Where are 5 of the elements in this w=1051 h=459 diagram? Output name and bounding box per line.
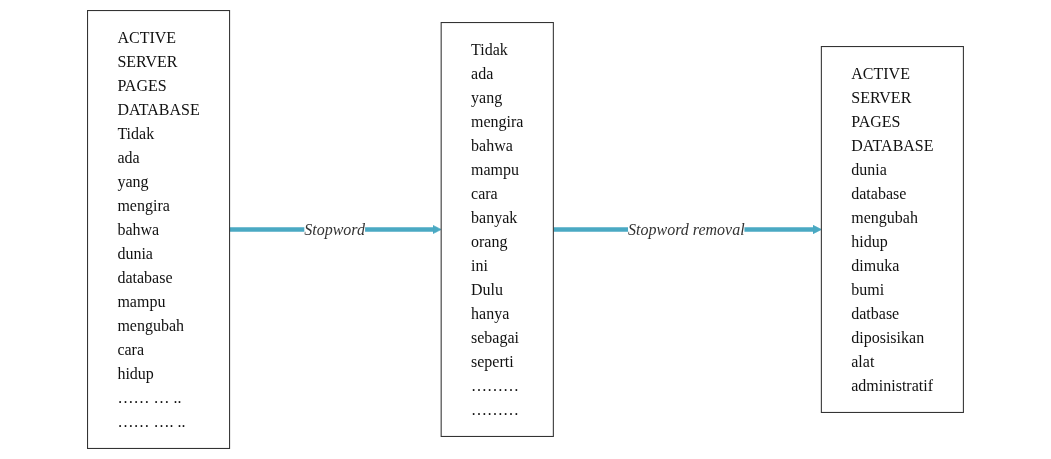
edge-label: Stopword removal — [628, 220, 745, 238]
node-box: ACTIVE SERVER PAGES DATABASE Tidak ada yang mengira bahwa dunia database mampu mengubah cara hidup …… … .. …… …. .. — [87, 10, 231, 449]
edge-label: Stopword — [304, 220, 366, 238]
node-box: Tidak ada yang mengira bahwa mampu cara banyak orang ini Dulu hanya sebagai seperti ……… ……… — [440, 22, 554, 437]
node-box: ACTIVE SERVER PAGES DATABASE dunia database mengubah hidup dimuka bumi datbase diposisikan alat administratif — [820, 46, 964, 413]
